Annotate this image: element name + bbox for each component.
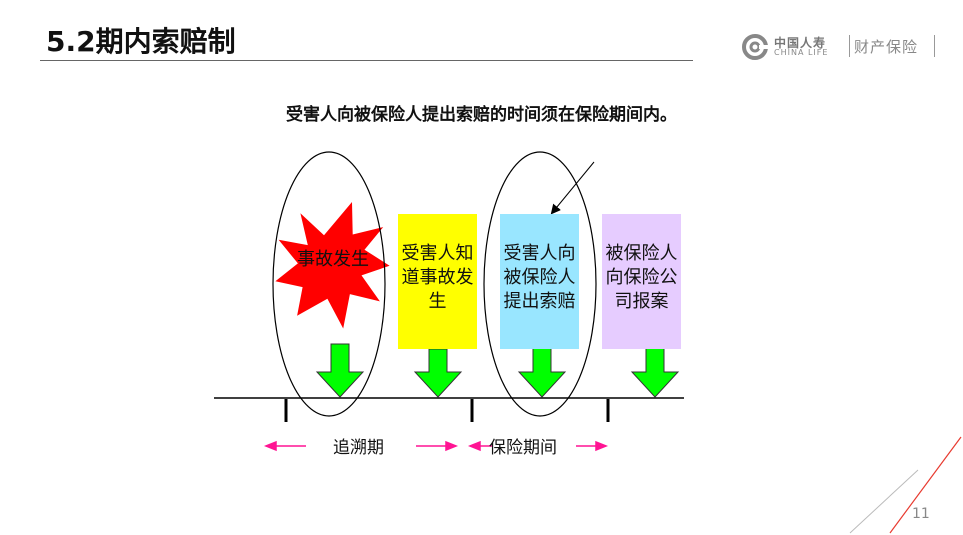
retroactive-period-label: 追溯期 [333, 438, 384, 458]
accident-ellipse [272, 151, 386, 417]
insured-reports-box: 被保险人向保险公司报案 [602, 214, 681, 349]
pointer-arrow [550, 161, 595, 215]
corner-line-grey [849, 469, 919, 534]
down-arrow-icon [413, 348, 463, 398]
down-arrow-icon [315, 343, 365, 398]
down-arrow-icon [630, 345, 680, 398]
title-divider [40, 60, 693, 61]
slide-subtitle: 受害人向被保险人提出索赔的时间须在保险期间内。 [286, 105, 677, 125]
arrow-left-icon [467, 440, 481, 452]
logo-subtitle: 财产保险 [854, 38, 919, 56]
victim-aware-box: 受害人知道事故发生 [398, 214, 477, 349]
insurance-period-label: 保险期间 [489, 438, 557, 458]
logo-chinese-name: 中国人寿 [774, 36, 827, 50]
down-arrow-icon [517, 345, 567, 398]
claim-ellipse [483, 151, 597, 417]
logo-english-name: CHINA LIFE [774, 48, 829, 57]
company-logo: 中国人寿 CHINA LIFE 财产保险 [742, 32, 942, 62]
page-number: 11 [912, 506, 930, 522]
accident-burst [275, 202, 390, 329]
logo-separator-right [934, 35, 935, 57]
logo-separator [849, 35, 850, 57]
victim-claims-box: 受害人向被保险人提出索赔 [500, 214, 579, 349]
slide-title: 5.2期内索赔制 [46, 25, 236, 58]
arrow-right-icon [595, 440, 609, 452]
arrow-left-icon [263, 440, 277, 452]
corner-line-red [889, 436, 962, 534]
arrow-right-icon [445, 440, 459, 452]
china-life-logo-icon [742, 34, 768, 60]
accident-label: 事故发生 [297, 249, 369, 270]
